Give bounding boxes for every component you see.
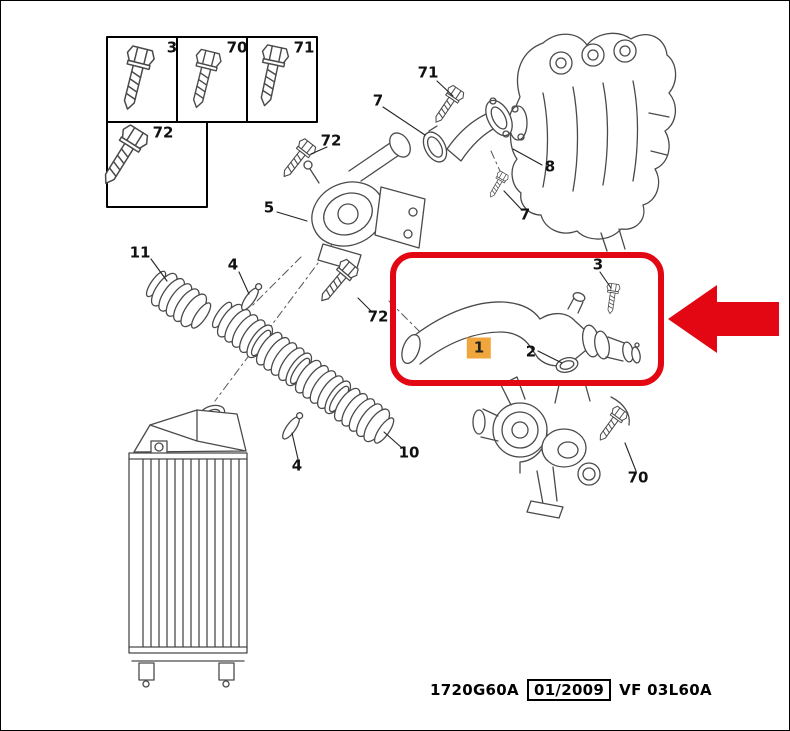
callout-11: 11 bbox=[129, 243, 151, 262]
turbo-hose-part1-drawing bbox=[401, 292, 641, 373]
callout-4-lower: 4 bbox=[291, 456, 303, 475]
highlight-box bbox=[390, 252, 664, 386]
callout-7-upper: 7 bbox=[372, 91, 384, 110]
callout-10: 10 bbox=[398, 443, 420, 462]
catalog-code: 1720G60A bbox=[430, 681, 519, 699]
callout-2: 2 bbox=[525, 342, 537, 361]
outlet-elbow-drawing bbox=[446, 97, 513, 162]
leader-lines bbox=[150, 80, 637, 472]
red-arrow-icon bbox=[668, 285, 779, 353]
screw-70 bbox=[593, 404, 630, 446]
callout-5: 5 bbox=[263, 198, 275, 217]
callout-8: 8 bbox=[544, 157, 556, 176]
turbocharger-drawing bbox=[472, 376, 630, 519]
screw-72-upper bbox=[276, 136, 319, 183]
footer-codes: 1720G60A 01/2009 VF 03L60A bbox=[430, 679, 712, 701]
legend-label-72: 72 bbox=[152, 123, 174, 142]
screw-7 bbox=[484, 169, 510, 201]
callout-7-lower: 7 bbox=[519, 205, 531, 224]
callout-72-upper: 72 bbox=[320, 131, 342, 150]
legend-label-70: 70 bbox=[226, 38, 248, 57]
callout-72-lower: 72 bbox=[367, 307, 389, 326]
hose-clamp-4a-drawing bbox=[238, 281, 265, 313]
callout-70: 70 bbox=[627, 468, 649, 487]
date-code: 01/2009 bbox=[526, 679, 612, 701]
intake-manifold-drawing bbox=[508, 32, 677, 252]
callout-1-highlighted: 1 bbox=[466, 337, 492, 359]
gasket-part2-drawing bbox=[555, 357, 579, 373]
hose-clamp-7-drawing bbox=[422, 125, 448, 163]
legend-label-71: 71 bbox=[293, 38, 315, 57]
callout-3: 3 bbox=[592, 255, 604, 274]
callout-71: 71 bbox=[417, 63, 439, 82]
callout-4-upper: 4 bbox=[227, 255, 239, 274]
legend-box-drawing bbox=[93, 36, 318, 208]
screw-3 bbox=[602, 282, 621, 315]
model-code: VF 03L60A bbox=[619, 681, 712, 699]
legend-label-3: 3 bbox=[166, 38, 178, 57]
intercooler-drawing bbox=[128, 404, 248, 688]
